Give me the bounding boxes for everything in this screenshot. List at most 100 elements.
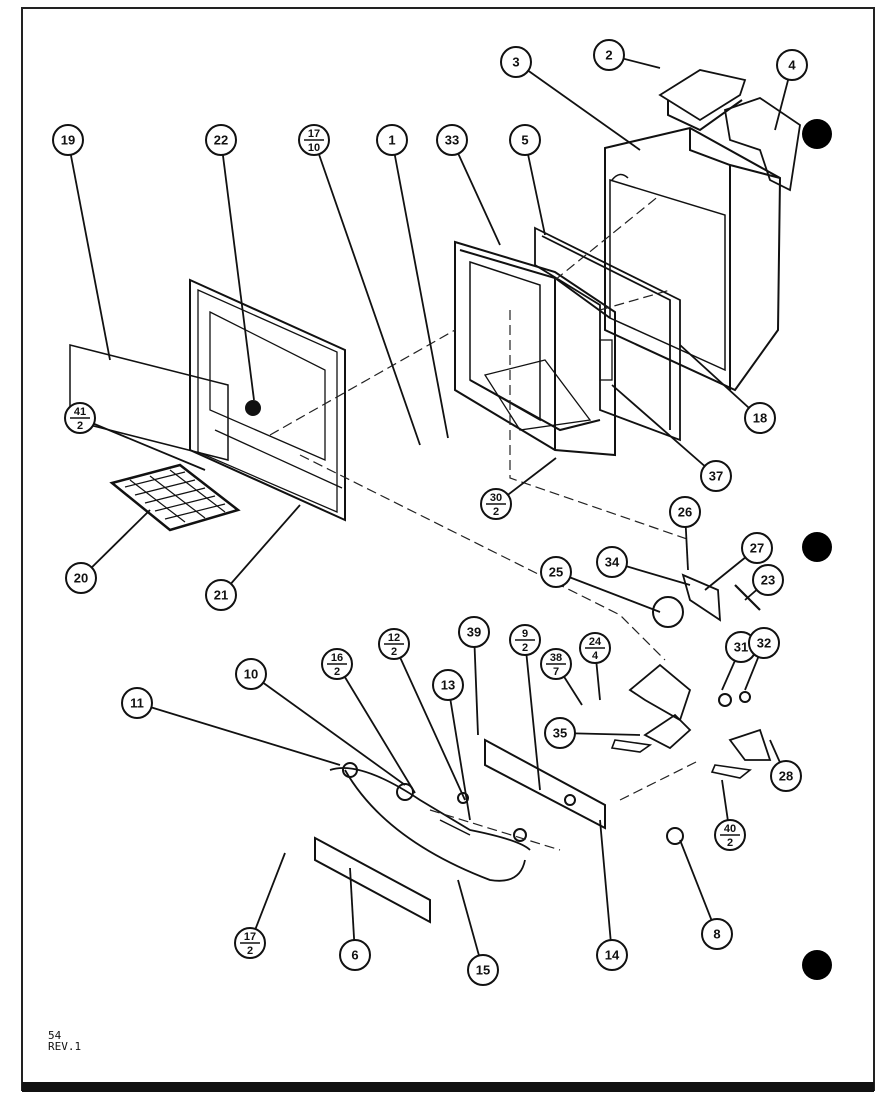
fraction-denominator: 2: [522, 642, 528, 654]
callout-label: 8: [713, 927, 720, 942]
revision-label: REV.1: [48, 1040, 82, 1053]
callout-circle: [121, 687, 153, 719]
callout-circle: [436, 124, 468, 156]
callout-circle: [467, 954, 499, 986]
callout-label: 39: [467, 625, 481, 640]
fraction-numerator: 40: [724, 823, 736, 835]
callout-leader-line: [679, 344, 761, 419]
fraction-numerator: 24: [589, 636, 602, 648]
callout-label: 14: [605, 948, 620, 963]
callout-circle: [540, 556, 572, 588]
registration-dot: [802, 950, 832, 980]
fraction-denominator: 2: [493, 506, 499, 518]
callout-circle: [741, 532, 773, 564]
callout-circle: [376, 124, 408, 156]
fraction-leader-line: [313, 139, 421, 446]
fraction-leader-line: [336, 663, 416, 794]
registration-dot: [802, 532, 832, 562]
callout-circle: [770, 760, 802, 792]
explosion-lines: [269, 194, 701, 851]
fraction-numerator: 17: [308, 128, 320, 140]
callout-circle: [744, 402, 776, 434]
fraction-numerator: 30: [490, 492, 502, 504]
callout-circle: [205, 124, 237, 156]
fraction-denominator: 2: [334, 666, 340, 678]
page-number: 54: [48, 1029, 62, 1042]
callout-circle: [593, 39, 625, 71]
callout-leader-line: [555, 571, 661, 613]
callout-circle: [700, 460, 732, 492]
fraction-denominator: 4: [592, 650, 599, 662]
callout-circle: [235, 658, 267, 690]
liner-frame-33: [454, 240, 616, 457]
callout-circle: [752, 564, 784, 596]
callout-label: 2: [605, 48, 612, 63]
housing-assembly: [604, 69, 801, 392]
callout-label: 5: [521, 133, 528, 148]
callout-leader-line: [250, 673, 406, 786]
callout-leader-line: [220, 504, 301, 596]
grille-20: [109, 463, 241, 532]
callout-label: 33: [445, 133, 459, 148]
fraction-numerator: 9: [522, 628, 528, 640]
fraction-numerator: 16: [331, 652, 343, 664]
fraction-leader-line: [249, 852, 286, 944]
fraction-leader-line: [79, 417, 206, 471]
callout-circle: [596, 939, 628, 971]
fraction-numerator: 41: [74, 406, 86, 418]
fraction-denominator: 2: [77, 420, 83, 432]
callout-circle: [748, 627, 780, 659]
callout-label: 21: [214, 588, 228, 603]
callout-leader-line: [473, 631, 479, 736]
callout-label: 37: [709, 469, 723, 484]
callout-label: 20: [74, 571, 88, 586]
callout-circle: [544, 717, 576, 749]
callout-circle: [509, 124, 541, 156]
fraction-leader-line: [393, 643, 466, 801]
callout-label: 27: [750, 541, 764, 556]
callout-label: 35: [553, 726, 567, 741]
callout-leader-line: [599, 819, 613, 956]
fraction-leader-line: [524, 639, 541, 791]
registration-dot: [802, 119, 832, 149]
scan-bar: [22, 1082, 874, 1092]
callout-circle: [52, 124, 84, 156]
callout-circle: [669, 496, 701, 528]
callout-label: 32: [757, 636, 771, 651]
callout-label: 3: [512, 55, 519, 70]
callout-circle: [432, 669, 464, 701]
callout-label: 4: [788, 58, 796, 73]
callout-label: 18: [753, 411, 767, 426]
callout-circle: [205, 579, 237, 611]
plate-5: [534, 226, 681, 442]
callout-label: 1: [388, 133, 395, 148]
fraction-denominator: 2: [391, 646, 397, 658]
callout-label: 13: [441, 678, 455, 693]
fraction-denominator: 2: [727, 837, 733, 849]
callout-leader-line: [679, 839, 718, 935]
callout-leader-line: [447, 684, 471, 821]
callout-leader-line: [391, 139, 449, 439]
page-footer: 54 REV.1: [48, 1030, 81, 1052]
callout-label: 19: [61, 133, 75, 148]
callout-label: 28: [779, 769, 793, 784]
callout-leader-line: [136, 702, 341, 766]
callout-circle: [596, 546, 628, 578]
callout-circle: [776, 49, 808, 81]
fraction-denominator: 10: [308, 142, 320, 154]
fraction-numerator: 12: [388, 632, 400, 644]
callout-circle: [701, 918, 733, 950]
callout-leader-line: [80, 509, 151, 579]
callout-circle: [458, 616, 490, 648]
callout-label: 31: [734, 640, 748, 655]
callout-label: 22: [214, 133, 228, 148]
callout-leader-line: [515, 61, 641, 151]
callout-leader-line: [220, 139, 255, 401]
callout-circle: [339, 939, 371, 971]
callout-leader-line: [611, 384, 717, 477]
fraction-numerator: 38: [550, 652, 562, 664]
